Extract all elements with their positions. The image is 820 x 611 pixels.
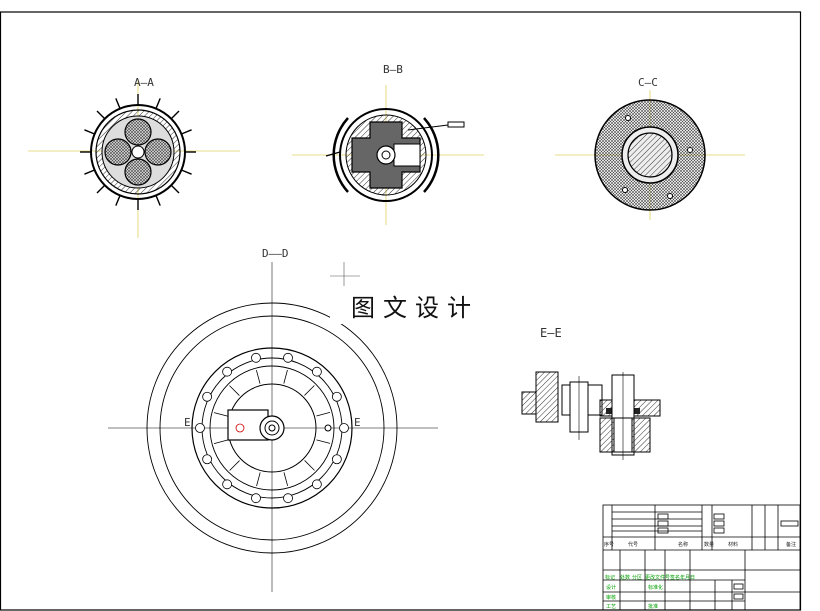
gear-tooth [155,98,161,109]
tb-role-0: 设计 [606,585,617,591]
tb-header-2: 名称 [678,542,689,548]
gear-tooth [115,98,121,109]
bolt-hole [311,366,322,377]
bolt-hole [251,493,261,504]
rib-line [229,385,240,396]
tb-role-3: 工艺 [606,604,617,610]
bolt-hole [311,479,322,490]
view-label-bb: B—B [383,63,403,76]
rib-line [283,472,289,487]
tb-header-1: 代号 [628,542,639,548]
gear-tooth [115,195,121,206]
gear-tooth [181,129,192,135]
bolt-hole [195,423,205,433]
tb-header-5: 备注 [786,542,797,548]
bolt-hole [283,352,293,363]
gear-tooth [155,195,161,206]
section-dd [108,262,438,592]
title-block [602,504,801,611]
section-ee [521,371,661,460]
gear-tooth [170,110,180,120]
rib-line [283,369,288,384]
section-bb [292,85,484,225]
bolt-hole [202,454,213,465]
tb-small-5: 年月日 [680,575,696,581]
rib-line [304,460,315,471]
bolt-hole [222,479,233,490]
rib-line [316,411,331,417]
bolt-hole [339,423,349,433]
tb-role-2: 审核 [606,595,617,601]
tb-role-4: 批准 [648,604,659,610]
tb-small-2: 分区 [632,575,643,581]
rib-line [213,412,228,417]
gear-tooth [96,110,106,120]
tb-role-1: 标准化 [648,585,664,591]
tb-small-1: 处数 [620,575,631,581]
gear-tooth [181,169,192,175]
bolt-hole [283,493,293,504]
rib-line [213,439,228,445]
view-label-cc: C—C [638,76,658,89]
bolt-hole [331,391,342,402]
rib-line [255,369,261,384]
gear-tooth [84,129,95,135]
bolt-hole [202,391,213,402]
section-aa [28,80,240,238]
gear-tooth [96,184,106,194]
view-label-aa: A—A [134,76,154,89]
sheet-border [0,11,802,611]
tb-header-0: 序号 [604,542,615,548]
tb-small-3: 更改文件号 [645,575,671,581]
watermark-banner: 图文设计 [330,286,500,324]
gear-tooth [84,169,95,175]
gear-tooth [170,184,180,194]
view-label-dd: D——D [262,247,289,260]
rib-line [229,460,240,471]
rib-line [256,472,261,487]
tb-small-4: 签名 [670,575,681,581]
section-cc [555,90,745,220]
rib-line [316,439,331,444]
bolt-hole [251,352,261,363]
cut-mark-e-left: E [184,416,191,429]
view-label-ee: E—E [540,326,562,340]
tb-header-4: 材料 [728,542,739,548]
tb-header-3: 数量 [704,542,715,548]
tb-small-0: 标记 [605,575,616,581]
rib-line [304,385,315,396]
bolt-hole [331,454,342,465]
cut-mark-e-right: E [354,416,361,429]
bolt-hole [222,366,233,377]
